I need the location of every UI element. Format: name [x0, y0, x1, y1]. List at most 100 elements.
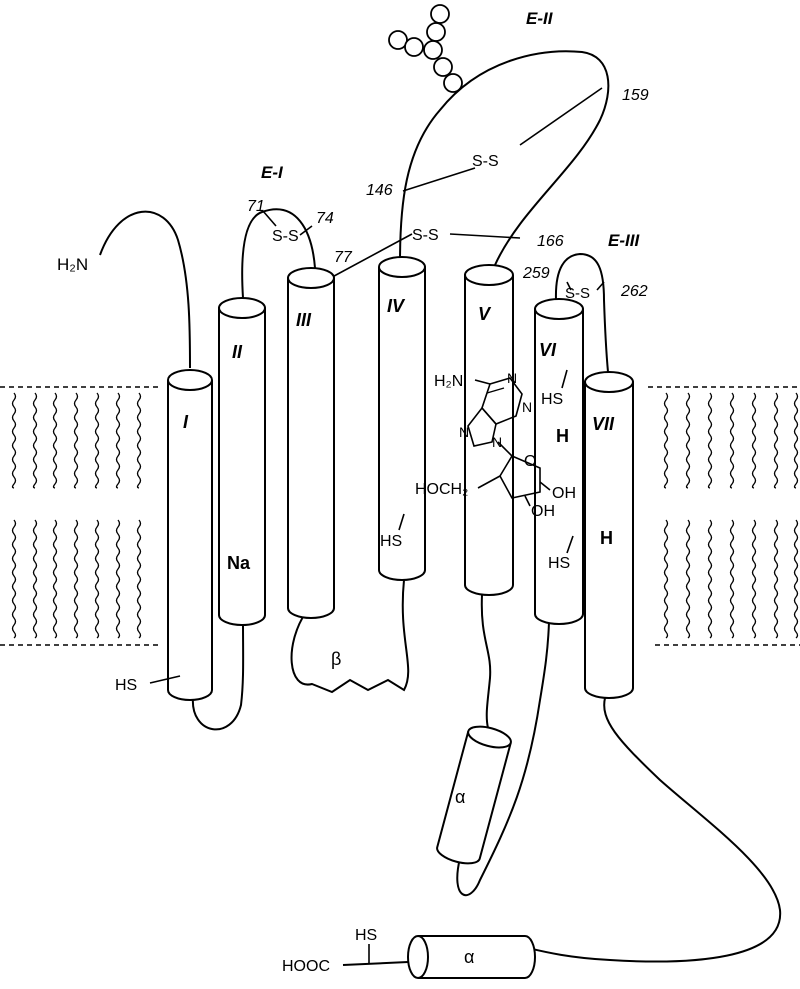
helix-label-III: III [296, 310, 312, 330]
glycosylation-chain [388, 4, 463, 93]
ligand-hoch2-label: HOCH₂ [415, 481, 468, 498]
c-terminus-label: HOOC [282, 958, 330, 975]
purine-five-ring [467, 406, 497, 447]
helix-I [167, 369, 213, 701]
helix-label-II: II [232, 342, 243, 362]
lipid-tail [73, 392, 79, 489]
residue-77: 77 [334, 249, 353, 266]
amino-bond [474, 379, 491, 385]
hs-label-helix-VI-top: HS [541, 391, 563, 408]
helix-label-I: I [183, 412, 189, 432]
loop-e2 [399, 50, 610, 266]
ss-line-77 [322, 233, 413, 283]
lipid-tail [11, 392, 17, 489]
lipid-tail [94, 519, 100, 639]
loop-v-alpha [480, 594, 492, 729]
hs-label-helix-VI-bottom: HS [548, 555, 570, 572]
lipid-tail [73, 519, 79, 639]
lipid-tail [136, 519, 142, 639]
ribose-oh2-bond [524, 495, 531, 507]
lipid-tail [685, 392, 691, 489]
disulfide-label-e2: S-S [472, 153, 499, 170]
helix-II [218, 297, 266, 626]
loop-label-e2: E-II [526, 9, 554, 28]
helix-cylinder [287, 278, 335, 619]
helix-cylinder [534, 309, 584, 625]
glycosidic-bond [497, 441, 513, 457]
lipid-tail [729, 392, 735, 489]
helix-label-VI: VI [539, 340, 557, 360]
sugar-bead [430, 4, 450, 24]
helix-VII [584, 371, 634, 699]
loop-e1 [241, 208, 316, 299]
hs-bond-helix-VI-bottom [566, 535, 574, 554]
hs-label-c-terminal: HS [355, 927, 377, 944]
residue-74: 74 [316, 210, 334, 227]
helix-label-V: V [478, 304, 492, 324]
ligand-amino-label: H₂N [434, 373, 463, 390]
helix-cylinder [167, 380, 213, 701]
ss-line-74 [299, 225, 313, 236]
alpha-helix-c-terminal [407, 935, 536, 979]
ligand-oh2-label: OH [531, 503, 555, 520]
ribose-oh1-bond [539, 481, 551, 491]
lipid-tail [751, 392, 757, 489]
histidine-label-vi: H [556, 426, 569, 446]
ligand-n7-label: N [459, 424, 469, 440]
helix-top [378, 256, 426, 278]
hs-label-helix-I: HS [115, 677, 137, 694]
alpha-symbol-intracellular: α [455, 787, 465, 807]
ss-line-71 [262, 210, 277, 227]
loop-label-e3: E-III [608, 231, 640, 250]
ribose-ring [499, 454, 541, 499]
ss-line-166 [449, 233, 521, 239]
sugar-bead [426, 22, 446, 42]
lipid-tail [52, 519, 58, 639]
lipid-tail [707, 519, 713, 639]
lipid-tail [94, 392, 100, 489]
loops [99, 50, 782, 966]
sugar-bead [443, 73, 463, 93]
lipid-tail [707, 392, 713, 489]
helix-top [534, 298, 584, 320]
ligand-n9-label: N [492, 434, 502, 450]
lipid-tail [773, 392, 779, 489]
loop-c-terminal [527, 697, 782, 963]
alpha-symbol-c-terminal: α [464, 947, 474, 967]
hs-bond-helix-IV [398, 513, 405, 531]
lipid-tails [11, 392, 799, 639]
residue-262: 262 [620, 283, 648, 300]
beta-symbol: β [331, 649, 341, 669]
purine-double-bond [486, 387, 505, 394]
ss-line-146 [402, 167, 476, 192]
loop-label-e1: E-I [261, 163, 284, 182]
helix-cylinder [584, 382, 634, 699]
helix-III [287, 267, 335, 619]
residue-146: 146 [366, 182, 393, 199]
helix-cylinder [378, 267, 426, 581]
helix-V [464, 264, 514, 596]
ligand-n1-label: N [507, 370, 517, 386]
ribose-ch2-bond [477, 475, 501, 489]
alpha-helix-intracellular [436, 725, 512, 865]
labels: I II III IV V VI VII E-I E-II E-III 71 7… [57, 9, 649, 975]
helix-top [584, 371, 634, 393]
lipid-tail [751, 519, 757, 639]
lipid-tail [729, 519, 735, 639]
hs-label-helix-IV: HS [380, 533, 402, 550]
ligand-n3-label: N [522, 399, 532, 415]
helix-IV [378, 256, 426, 581]
lipid-tail [773, 519, 779, 639]
loop-i1 [191, 622, 245, 731]
ss-line-159 [519, 87, 603, 146]
loop-alpha-vi [456, 621, 550, 897]
ligand-ring-oxygen-label: O [524, 453, 536, 470]
lipid-tail [32, 392, 38, 489]
helix-top [464, 264, 514, 286]
n-terminus-label: H₂N [57, 255, 88, 274]
helix-top [218, 297, 266, 319]
helix-VI [534, 298, 584, 625]
adenosine-ligand: H₂N N N N N HOCH₂ O OH OH [415, 370, 576, 520]
sodium-site-label: Na [227, 553, 251, 573]
